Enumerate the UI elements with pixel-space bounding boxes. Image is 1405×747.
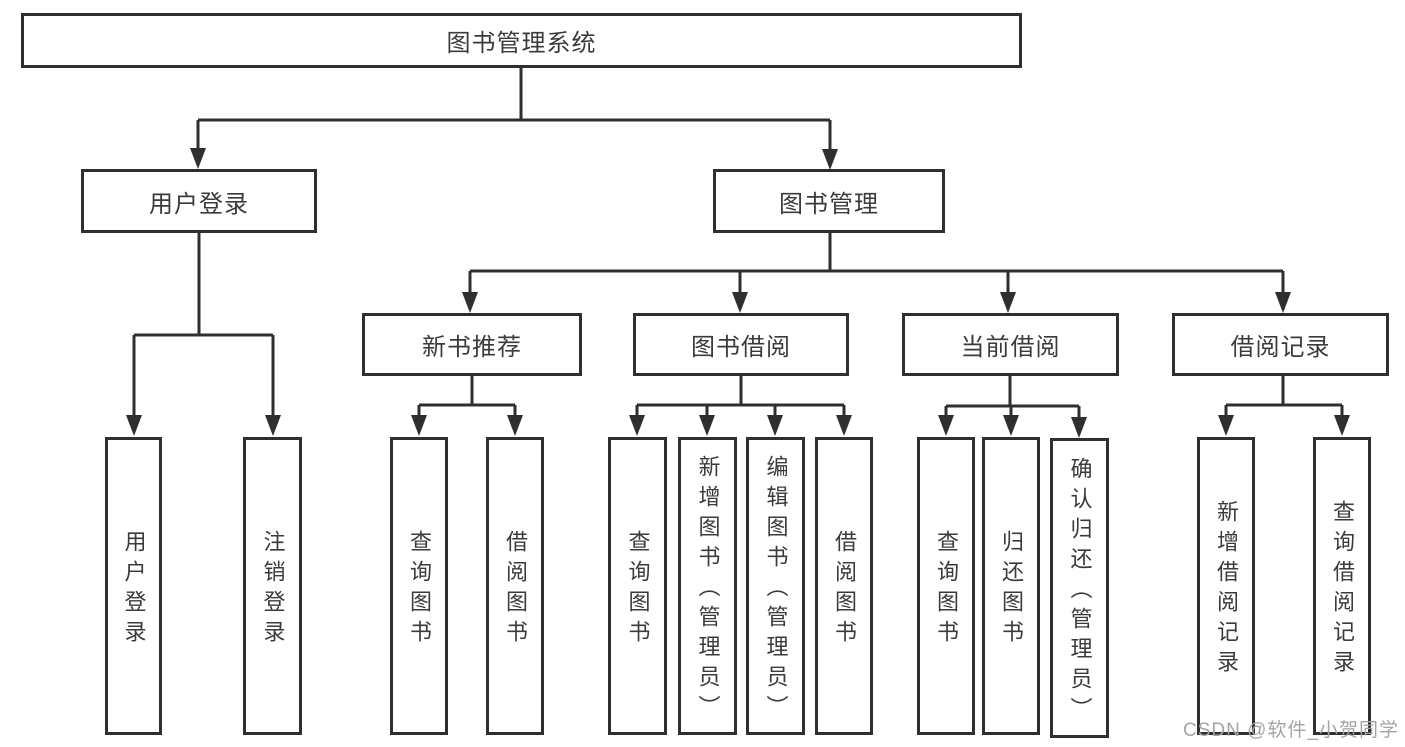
arrow-down-icon (767, 415, 783, 436)
arrow-down-icon (265, 415, 281, 436)
leaf-borrow-books: 借阅图书 (815, 437, 873, 735)
node-label: 新增借阅记录 (1214, 500, 1239, 680)
arrow-down-icon (1275, 292, 1291, 313)
leaf-query-books-recommend: 查询图书 (390, 437, 448, 735)
connector-bookmgmt-to-level3 (468, 233, 1285, 296)
node-label: 归还图书 (999, 530, 1024, 650)
arrow-down-icon (822, 149, 838, 170)
node-label: 借阅图书 (503, 530, 528, 650)
arrow-down-icon (1000, 292, 1016, 313)
node-label: 新书推荐 (422, 334, 522, 361)
node-borrow-records: 借阅记录 (1172, 313, 1389, 376)
leaf-borrow-books-recommend: 借阅图书 (486, 437, 544, 735)
node-label: 新增图书（管理员） (695, 455, 721, 725)
leaf-query-books-current: 查询图书 (917, 437, 975, 735)
arrow-down-icon (411, 415, 427, 436)
leaf-edit-books-admin: 编辑图书（管理员） (746, 437, 805, 735)
arrow-down-icon (836, 415, 852, 436)
arrow-down-icon (1218, 415, 1234, 436)
arrow-down-icon (699, 415, 715, 436)
node-current-borrowing: 当前借阅 (902, 313, 1119, 376)
node-label: 当前借阅 (960, 334, 1061, 361)
arrow-down-icon (190, 148, 206, 169)
arrow-down-icon (507, 415, 523, 436)
node-label: 图书管理系统 (446, 30, 597, 57)
leaf-logout: 注销登录 (243, 437, 302, 735)
arrow-down-icon (732, 292, 748, 313)
connector-current-to-leaves (944, 376, 1081, 422)
node-book-borrowing: 图书借阅 (633, 313, 849, 376)
arrow-down-icon (126, 415, 142, 436)
arrow-down-icon (629, 415, 645, 436)
node-label: 注销登录 (260, 530, 286, 650)
connector-newbooks-to-leaves (417, 376, 517, 420)
leaf-add-books-admin: 新增图书（管理员） (678, 437, 737, 735)
node-label: 查询图书 (625, 530, 651, 650)
arrow-down-icon (938, 415, 954, 436)
arrow-down-icon (1334, 415, 1350, 436)
node-book-management: 图书管理 (713, 169, 945, 233)
leaf-return-books: 归还图书 (982, 437, 1040, 735)
arrow-down-icon (1003, 415, 1019, 436)
node-label: 借阅图书 (832, 530, 857, 650)
arrow-down-icon (462, 292, 478, 313)
leaf-query-books-borrow: 查询图书 (608, 437, 667, 735)
node-label: 图书管理 (779, 190, 879, 218)
connector-borrow-to-leaves (635, 376, 846, 420)
connector-userlogin-to-leaves (132, 233, 275, 420)
leaf-confirm-return-admin: 确认归还（管理员） (1050, 438, 1109, 738)
node-label: 查询借阅记录 (1330, 500, 1355, 680)
node-label: 查询图书 (407, 530, 432, 650)
node-label: 用户登录 (149, 190, 249, 218)
node-label: 查询图书 (934, 530, 959, 650)
connector-root-to-level2 (196, 66, 832, 153)
node-user-login-group: 用户登录 (81, 169, 317, 233)
node-label: 图书借阅 (691, 334, 791, 361)
node-label: 确认归还（管理员） (1067, 457, 1093, 727)
node-new-book-recommend: 新书推荐 (362, 313, 582, 376)
node-label: 编辑图书（管理员） (763, 455, 789, 725)
node-label: 用户登录 (121, 530, 147, 650)
leaf-user-login: 用户登录 (105, 437, 162, 735)
connector-records-to-leaves (1224, 376, 1344, 420)
node-library-management-system: 图书管理系统 (21, 13, 1022, 68)
leaf-query-borrow-record: 查询借阅记录 (1313, 437, 1371, 735)
csdn-watermark: CSDN @软件_小贺同学 (1183, 720, 1399, 741)
node-label: 借阅记录 (1230, 334, 1331, 361)
leaf-add-borrow-record: 新增借阅记录 (1197, 437, 1255, 735)
arrow-down-icon (1071, 417, 1087, 438)
